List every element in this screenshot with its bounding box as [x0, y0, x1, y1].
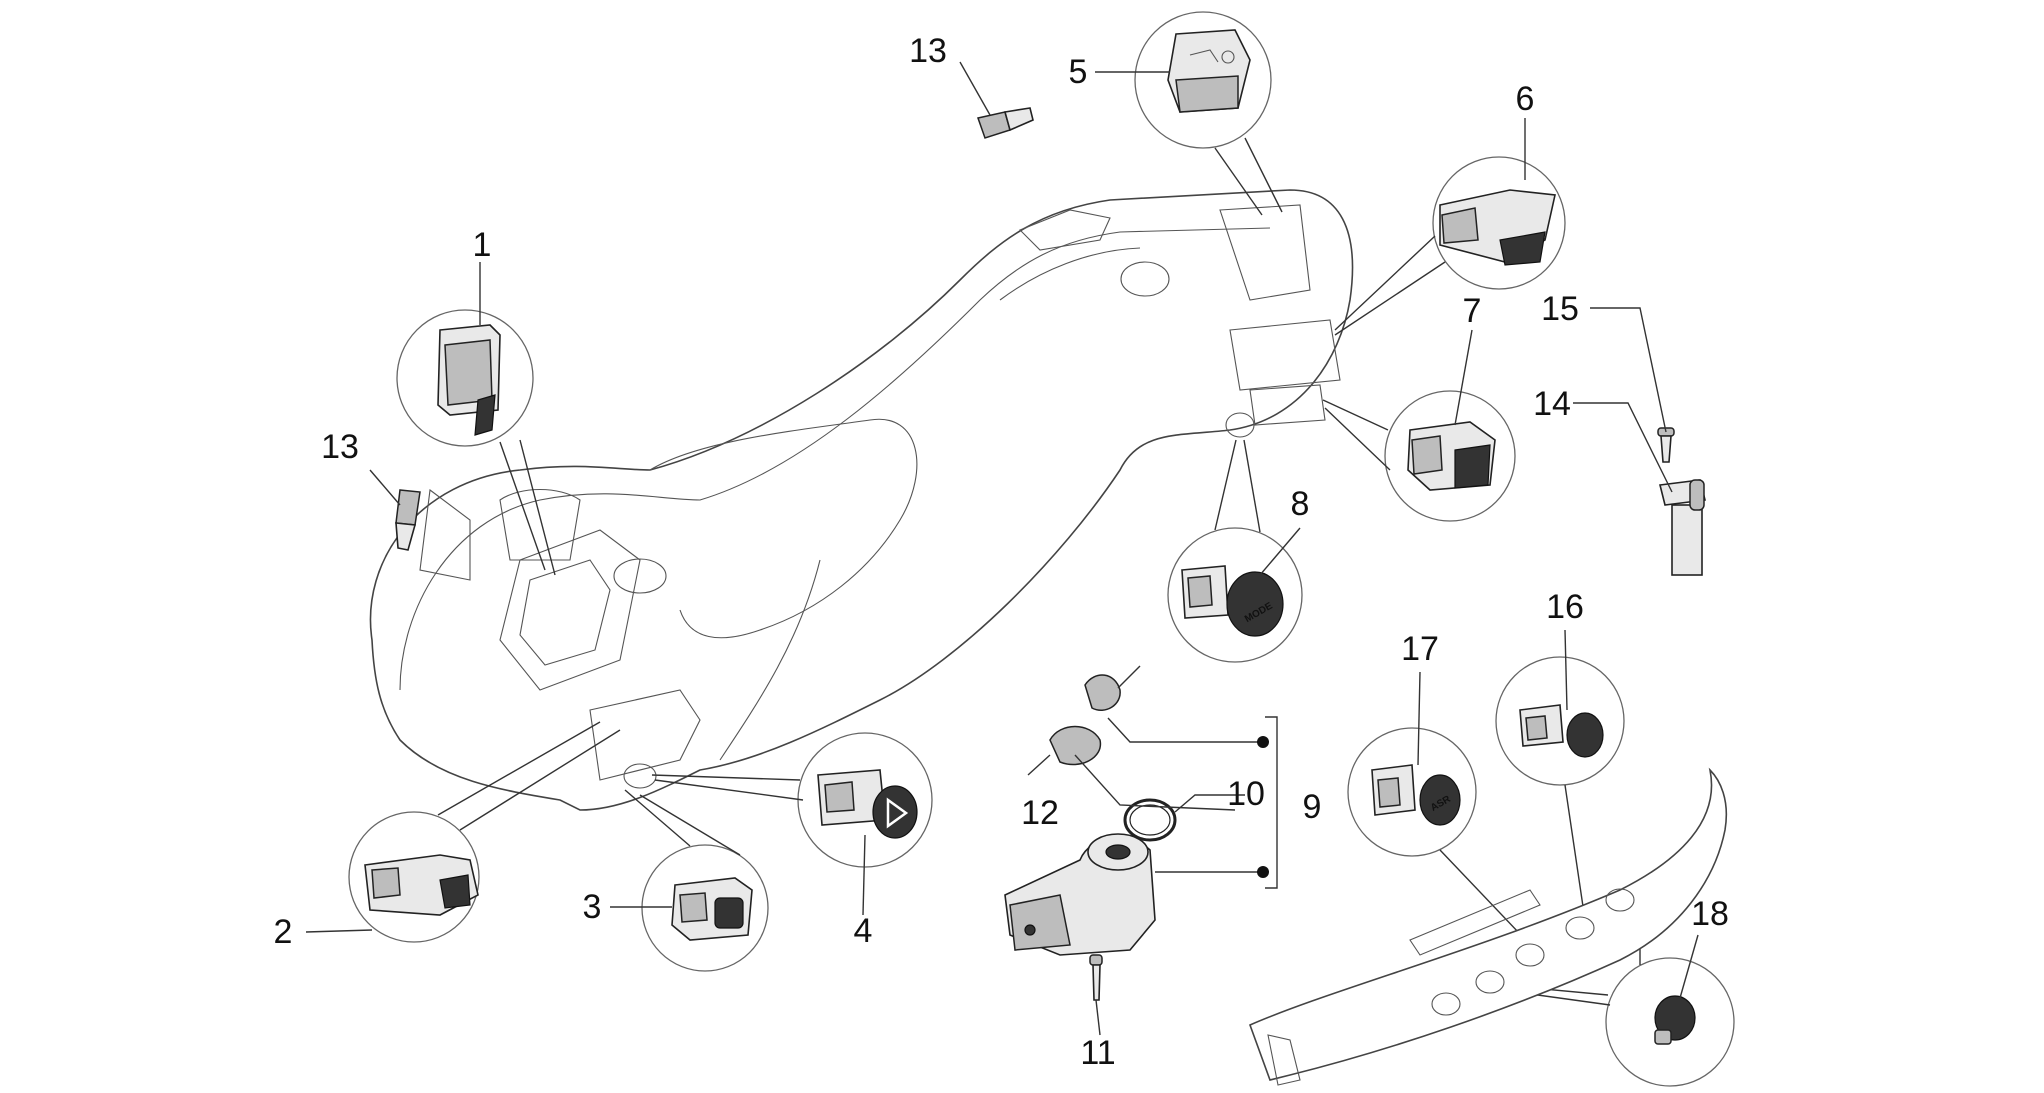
ref-7: 7	[1463, 292, 1482, 330]
ref-17: 17	[1401, 630, 1439, 668]
ref-5: 5	[1069, 53, 1088, 91]
leader-lines	[305, 61, 1699, 1036]
ref-1: 1	[473, 226, 492, 264]
part-13-bulb-left	[395, 489, 421, 551]
part-5-switch-cover	[1167, 29, 1251, 113]
ref-13-top: 13	[909, 32, 947, 70]
part-12-o-ring	[1123, 798, 1177, 842]
part-7-switch	[1407, 421, 1496, 491]
bullet-dot	[1257, 866, 1269, 878]
part-16-switch	[1519, 704, 1604, 758]
ref-14: 14	[1533, 385, 1571, 423]
part-6-switch	[1439, 189, 1556, 266]
hazard-triangle-icon	[886, 797, 909, 829]
ref-18: 18	[1691, 895, 1729, 933]
part-3-switch	[671, 877, 753, 941]
ref-2: 2	[274, 913, 293, 951]
ref-4: 4	[854, 912, 873, 950]
bullet-dot	[1257, 736, 1269, 748]
ref-11: 11	[1080, 1034, 1115, 1072]
handlebar-cover	[369, 189, 1354, 811]
part-17-asr-button: ASR	[1371, 764, 1461, 826]
part-11-screw	[1089, 954, 1103, 1001]
part-9-ignition-lock	[1004, 833, 1156, 956]
ref-9: 9	[1303, 788, 1322, 826]
reference-numbers: 1 2 3 4 5 6 7 8 9 10 11 12 13 13 14 15 1…	[274, 32, 1729, 1072]
part-15-screw	[1657, 427, 1675, 463]
part-18-plug	[1654, 995, 1696, 1045]
ref-12: 12	[1021, 794, 1059, 832]
ref-8: 8	[1291, 485, 1310, 523]
ref-15: 15	[1541, 290, 1579, 328]
ref-13-left: 13	[321, 428, 359, 466]
ref-16: 16	[1546, 588, 1584, 626]
part-1-rocker-switch	[437, 324, 501, 436]
part-10-keys	[1027, 665, 1141, 776]
ref-6: 6	[1516, 80, 1535, 118]
ref-10: 10	[1227, 775, 1265, 813]
rear-switch-panel	[1248, 767, 1728, 1086]
part-14-bracket-switch	[1659, 479, 1706, 576]
part-8-mode-button: MODE	[1181, 565, 1284, 637]
ref-3: 3	[583, 888, 602, 926]
part-2-switch	[364, 854, 479, 916]
part-13-bulb-top	[977, 107, 1034, 139]
part-4-hazard-button	[817, 769, 918, 839]
